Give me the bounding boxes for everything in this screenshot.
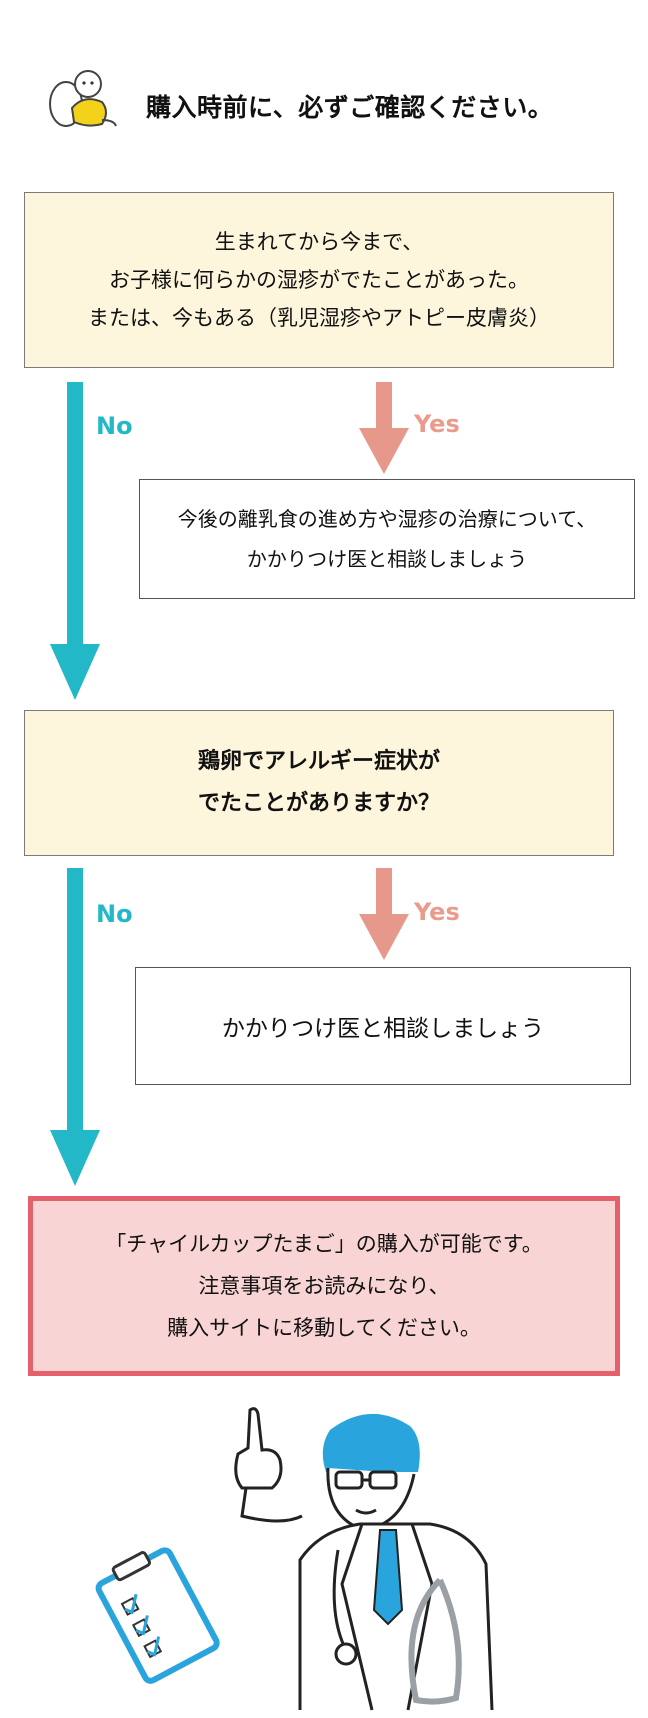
q2-yes-label: Yes <box>414 898 460 926</box>
header-title: 購入時前に、必ずご確認ください。 <box>146 93 554 122</box>
clipboard-icon <box>95 1547 220 1684</box>
q1-no-arrow <box>50 382 100 700</box>
q2-yes-result-box: かかりつけ医と相談しましょう <box>135 967 631 1085</box>
question-2-line: 鶏卵でアレルギー症状が <box>197 749 440 774</box>
question-1-box: 生まれてから今まで、 お子様に何らかの湿疹がでたことがあった。 または、今もある… <box>24 192 614 368</box>
q1-yes-result-box: 今後の離乳食の進め方や湿疹の治療について、 かかりつけ医と相談しましょう <box>139 479 635 599</box>
question-2-line: でたことがありますか？ <box>197 791 440 816</box>
doctor-illustration <box>95 1407 494 1711</box>
question-1-line: 生まれてから今まで、 <box>214 230 424 254</box>
q1-yes-result-line: 今後の離乳食の進め方や湿疹の治療について、 <box>177 507 597 531</box>
q2-yes-arrow <box>359 868 409 960</box>
q2-no-label: No <box>96 900 133 928</box>
q1-yes-arrow <box>359 382 409 474</box>
question-2-box: 鶏卵でアレルギー症状が でたことがありますか？ <box>24 710 614 856</box>
baby-icon <box>49 70 117 127</box>
q2-yes-result-text: かかりつけ医と相談しましょう <box>221 1016 545 1042</box>
final-line: 購入サイトに移動してください。 <box>167 1316 481 1340</box>
question-1-line: お子様に何らかの湿疹がでたことがあった。 <box>109 268 529 292</box>
q1-no-label: No <box>96 412 133 440</box>
q2-no-arrow <box>50 868 100 1186</box>
q1-yes-result-line: かかりつけ医と相談しましょう <box>246 547 528 571</box>
question-1-line: または、今もある（乳児湿疹やアトピー皮膚炎） <box>88 306 550 330</box>
final-line: 「チャイルカップたまご」の購入が可能です。 <box>105 1232 543 1256</box>
final-line: 注意事項をお読みになり、 <box>198 1274 450 1298</box>
q1-yes-label: Yes <box>414 410 460 438</box>
final-result-box: 「チャイルカップたまご」の購入が可能です。 注意事項をお読みになり、 購入サイト… <box>28 1196 620 1376</box>
